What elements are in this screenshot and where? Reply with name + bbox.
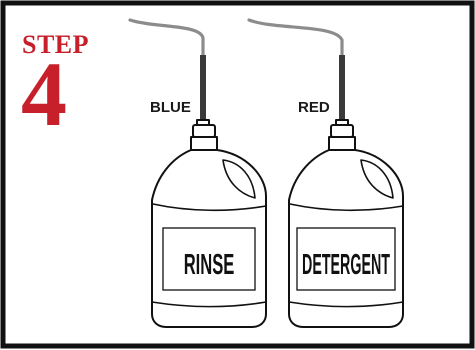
detergent-cap [331,125,353,137]
rinse-tube-dark [200,55,206,125]
step-number: 4 [21,43,67,145]
detergent-tube-dark [339,55,345,125]
detergent-jug: RED DETERGENT [249,20,403,327]
detergent-jug-label: DETERGENT [302,247,390,280]
detergent-tube-gray [249,20,342,55]
detergent-tube-label: RED [298,99,330,116]
rinse-tube-label: BLUE [150,99,191,116]
detergent-neck [329,137,355,150]
rinse-neck [191,137,217,150]
rinse-jug-label: RINSE [184,248,235,280]
rinse-tube-gray [130,20,203,55]
rinse-jug: BLUE RINSE [130,20,266,327]
rinse-cap [193,125,215,137]
